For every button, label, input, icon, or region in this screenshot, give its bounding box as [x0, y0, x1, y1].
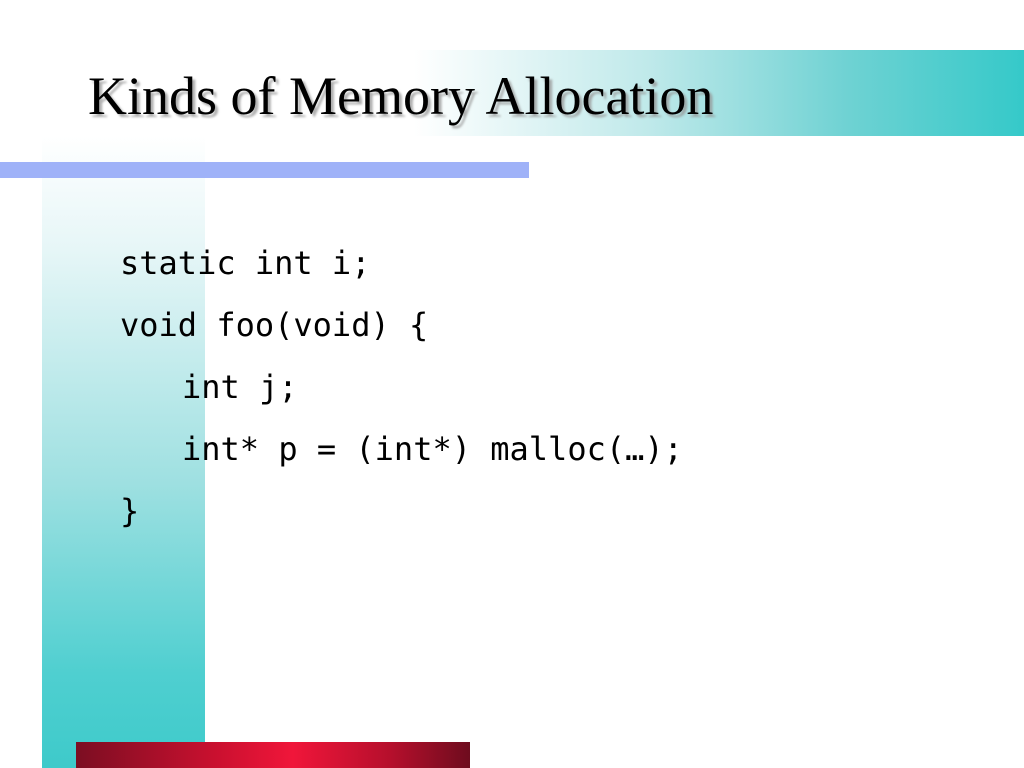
code-line: int j;	[182, 368, 298, 406]
code-line: }	[120, 492, 140, 530]
slide-title: Kinds of Memory Allocation	[88, 66, 714, 126]
code-block: static int i; void foo(void) { int j; in…	[120, 232, 683, 542]
code-line: static int i;	[120, 244, 371, 282]
code-line: int* p = (int*) malloc(…);	[182, 430, 683, 468]
left-gradient-column	[42, 136, 205, 768]
title-underline-bar	[0, 162, 529, 178]
title-gradient-band	[40, 50, 1024, 136]
bottom-accent-bar	[76, 742, 470, 768]
code-line: void foo(void) {	[120, 306, 429, 344]
